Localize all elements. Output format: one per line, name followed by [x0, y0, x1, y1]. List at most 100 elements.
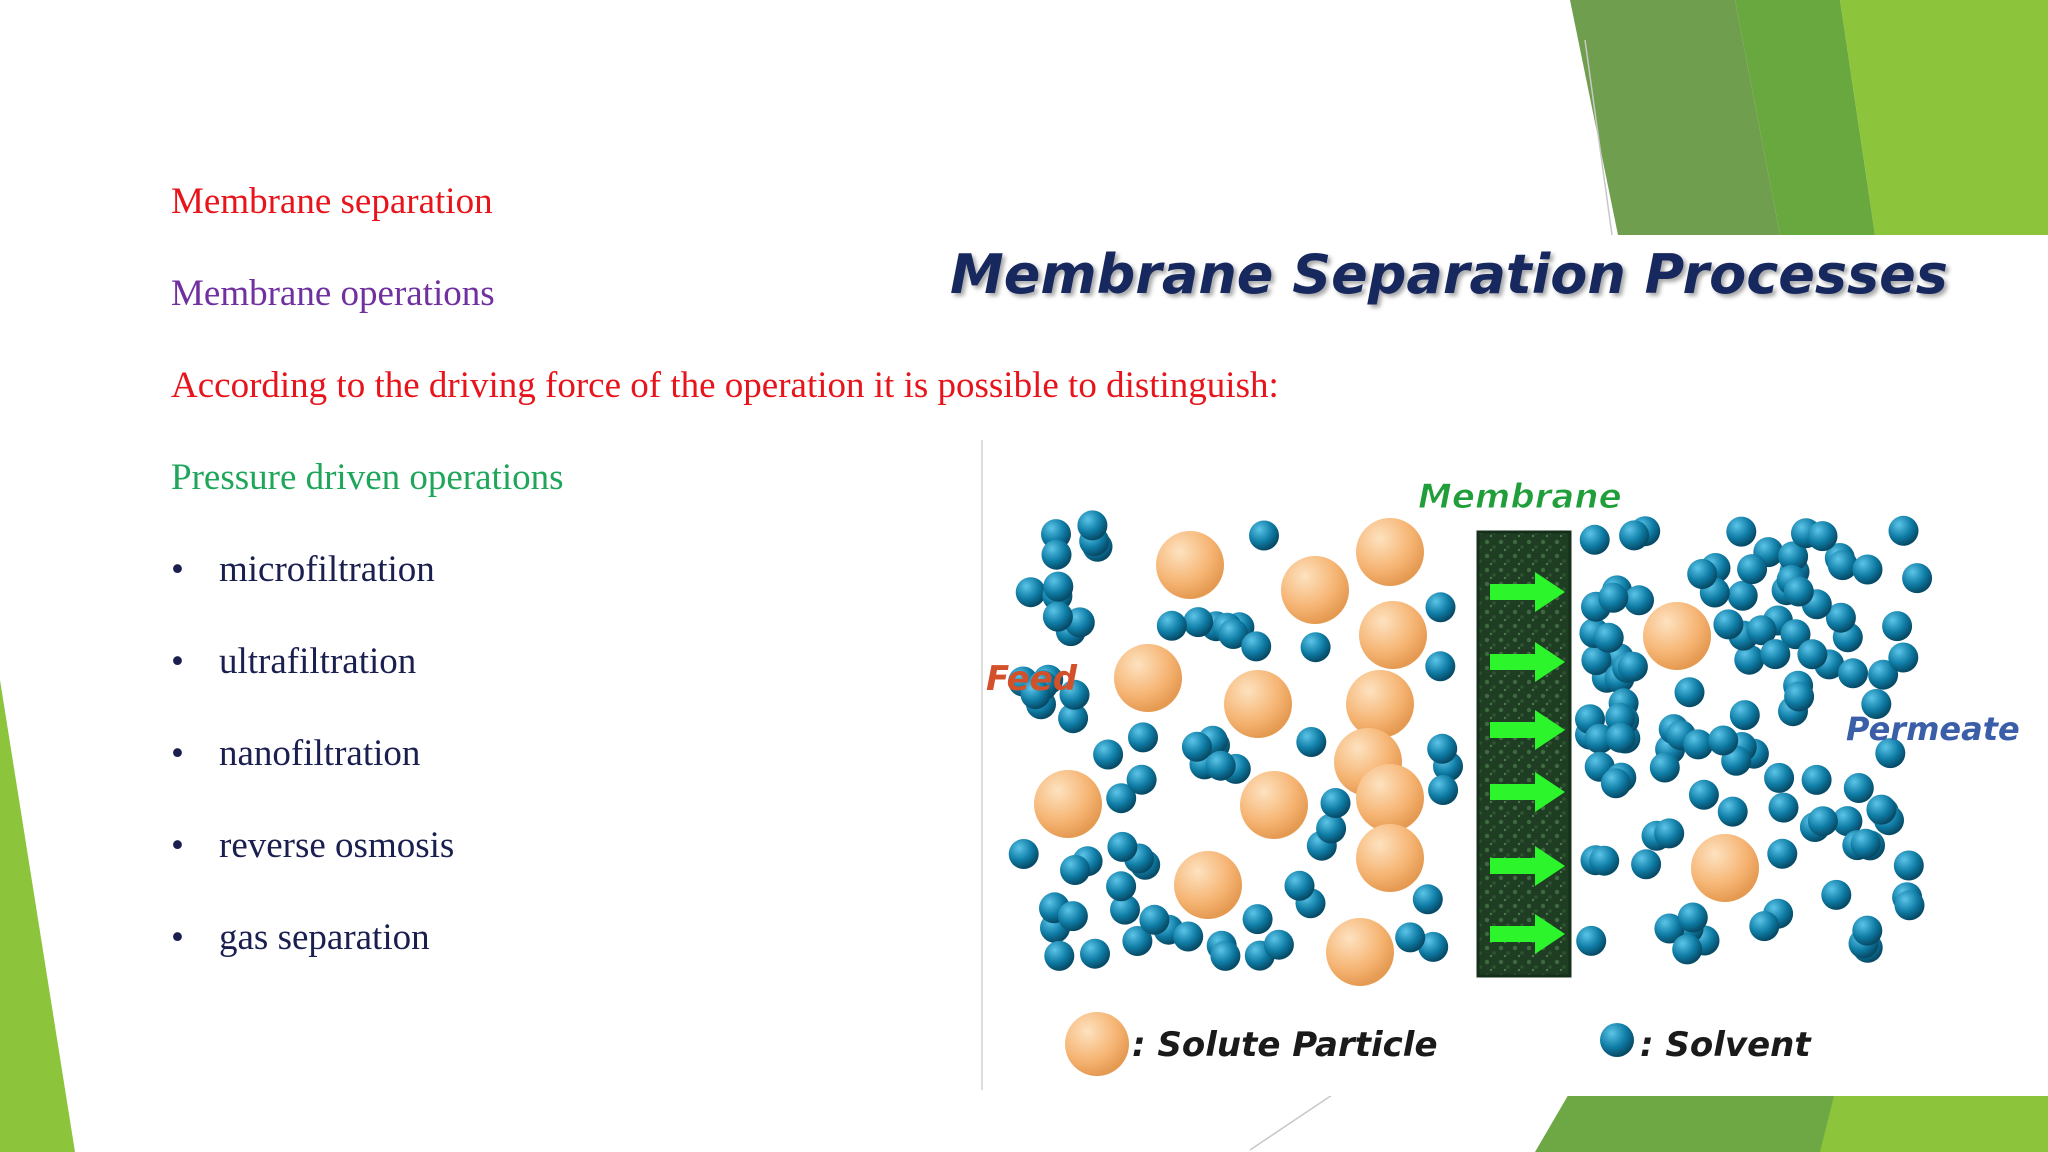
solvent-particle [1683, 729, 1714, 760]
solvent-particle [1801, 764, 1832, 795]
solvent-particle [1126, 764, 1157, 795]
solvent-particle [1128, 722, 1158, 753]
solvent-particle [1875, 738, 1906, 769]
solvent-particle [1832, 806, 1863, 837]
top-right-shape-mid [1735, 0, 1875, 235]
arrow-icon [1490, 710, 1565, 750]
solute-particle [1359, 601, 1427, 669]
solvent-particle [1677, 902, 1708, 933]
solvent-particle [1060, 855, 1090, 885]
solvent-particle [1674, 677, 1705, 708]
bottom-right-shape-light [1820, 1092, 2048, 1152]
top-right-shape-dark [1570, 0, 1780, 235]
solvent-particle [1077, 510, 1108, 541]
solvent-particle [1015, 577, 1046, 608]
solvent-particle [1080, 938, 1110, 969]
bullet-text: nanofiltration [219, 733, 421, 774]
solvent-particle [1654, 818, 1685, 849]
solvent-particle [1783, 576, 1814, 607]
solvent-particle [1894, 890, 1925, 921]
solvent-particle [1827, 550, 1858, 581]
solvent-particle [1882, 611, 1913, 642]
solvent-particle [1717, 796, 1748, 827]
solute-particle [1281, 556, 1349, 624]
solvent-particle [1106, 871, 1137, 902]
solvent-particle [1672, 934, 1703, 965]
solvent-particle [1727, 580, 1758, 611]
solvent-particle [1263, 929, 1294, 960]
solvent-particle [1749, 911, 1780, 942]
solvent-particle [1041, 539, 1072, 570]
bullet-glyph: • [171, 549, 184, 590]
legend-solute-swatch [1065, 1012, 1129, 1076]
solvent-particle [1760, 639, 1791, 670]
solvent-particle [1300, 632, 1331, 663]
solute-particle [1691, 834, 1759, 902]
solvent-particle [1807, 806, 1838, 837]
solvent-particle [1888, 642, 1919, 673]
solvent-particle [1042, 601, 1073, 632]
solvent-particle [1427, 733, 1458, 764]
flow-arrows [1490, 572, 1565, 954]
solvent-particle [1688, 779, 1719, 810]
legend-solute-label: : Solute Particle [1132, 1025, 1438, 1065]
arrow-icon [1490, 914, 1565, 954]
solvent-particle [1687, 559, 1718, 589]
solvent-particle [1617, 651, 1648, 682]
solvent-particle [1768, 792, 1799, 823]
solvent-particle [1654, 913, 1685, 944]
solvent-particle [1139, 904, 1170, 935]
solute-particle [1356, 518, 1424, 586]
membrane-label: Membrane [1418, 477, 1622, 517]
solvent-particle [1850, 828, 1881, 859]
arrow-icon [1490, 846, 1565, 886]
solvent-particle [1057, 901, 1088, 932]
solvent-particle [1008, 839, 1039, 869]
solvent-particle [1619, 520, 1650, 551]
solvent-particle [1713, 609, 1744, 640]
solvent-particle [1581, 645, 1612, 676]
solvent-particle [1746, 615, 1777, 646]
bullet-text: microfiltration [219, 549, 435, 590]
solvent-particle [1589, 845, 1620, 876]
solvent-particle [1838, 658, 1868, 689]
solvent-particle [1852, 915, 1883, 946]
solvent-particle [1780, 619, 1811, 650]
top-right-shape-light [1840, 0, 2048, 235]
solvent-particle [1249, 520, 1279, 551]
solvent-particle [1852, 554, 1883, 585]
solvent-particle [1821, 879, 1852, 910]
solvent-particle [1122, 926, 1153, 956]
bullet-item: • nanofiltration [171, 732, 420, 776]
solute-particle [1174, 851, 1242, 919]
solute-particle [1356, 764, 1424, 832]
solvent-particle [1044, 940, 1075, 971]
solvent-particle [1043, 571, 1074, 602]
bullet-glyph: • [171, 733, 184, 774]
solvent-particle [1861, 689, 1892, 719]
arrow-icon [1490, 772, 1565, 812]
solvent-particle [1902, 563, 1933, 594]
solvent-particle [1425, 651, 1456, 682]
solvent-particle [1866, 794, 1897, 825]
solvent-particle [1156, 610, 1187, 641]
solvent-particle [1395, 922, 1426, 953]
solvent-particle [1173, 921, 1204, 952]
solvent-particle [1593, 622, 1624, 653]
solvent-particle [1649, 752, 1680, 783]
solvent-particle [1584, 723, 1615, 754]
solvent-particle [1241, 631, 1272, 662]
solute-particle [1326, 918, 1394, 986]
solvent-particle [1825, 602, 1856, 633]
bullet-glyph: • [171, 917, 184, 958]
solvent-particle [1418, 931, 1449, 962]
solute-particle [1346, 670, 1414, 738]
solvent-particle [1284, 870, 1315, 901]
solvent-particle [1296, 727, 1327, 757]
solvent-particle [1764, 762, 1795, 793]
solvent-particle [1242, 904, 1273, 935]
membrane-diagram: Membrane Feed Permeate : Solute Particle… [980, 440, 2048, 1096]
solute-particle [1034, 770, 1102, 838]
top-right-thin-line [1584, 39, 1613, 236]
